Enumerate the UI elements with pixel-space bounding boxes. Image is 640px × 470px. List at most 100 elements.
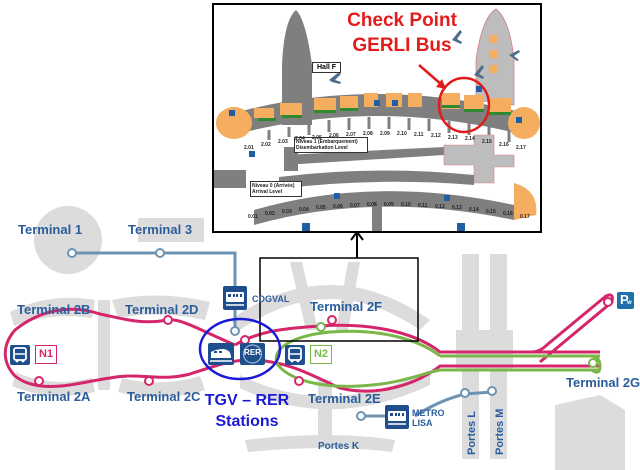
gate-label: 2.07: [346, 131, 356, 138]
service-icon: [392, 100, 398, 106]
gate-label: 0.14: [469, 206, 479, 213]
gate-label: 0.10: [401, 202, 411, 209]
stop-terminal-2f-n2[interactable]: [316, 322, 326, 332]
checkpoint-highlight-circle[interactable]: [437, 76, 491, 134]
station-terminal-2g[interactable]: [588, 358, 598, 368]
stop-terminal-2c[interactable]: [144, 376, 154, 386]
shuttle-badge-n2: N2: [310, 345, 332, 364]
gate-label: 2.15: [482, 138, 492, 145]
gate-label: 2.02: [261, 141, 271, 148]
checkpoint-line1: Check Point: [347, 10, 457, 31]
station-lisa-k[interactable]: [356, 411, 366, 421]
checkpoint-arrow-head: [436, 79, 446, 89]
station-lisa-m[interactable]: [487, 386, 497, 396]
tgv-rer-line2: Stations: [215, 413, 279, 430]
terminal-2c-building: [118, 376, 205, 398]
pillar-2ab: [98, 300, 110, 390]
checkpoint-line2: GERLI Bus: [352, 35, 452, 56]
gate-label: 2.05: [312, 134, 322, 141]
stop-terminal-2d[interactable]: [163, 315, 173, 325]
tgv-rer-line1: TGV – RER: [204, 392, 290, 409]
parking-icon-left: [302, 223, 310, 231]
label-terminal-2e[interactable]: Terminal 2E: [308, 391, 381, 406]
level1-corridor: [284, 147, 444, 165]
gate-label: 0.06: [333, 203, 343, 210]
label-terminal-3[interactable]: Terminal 3: [128, 222, 193, 237]
gate-label: 2.13: [448, 134, 458, 141]
label-portes-k[interactable]: Portes K: [318, 441, 360, 452]
central-connector: [443, 134, 515, 184]
cdgval-label: CDGVAL: [252, 294, 290, 304]
pier-2f-right: [336, 262, 360, 330]
gate-label: 2.04: [295, 136, 305, 143]
station-lisa-l[interactable]: [460, 388, 470, 398]
gate-label: 2.10: [397, 131, 407, 138]
checkpoint-arrow-shaft: [418, 64, 443, 86]
gate-label: 2.09: [380, 131, 390, 137]
gate-label: 0.16: [503, 211, 513, 218]
gate-label: 2.06: [329, 132, 339, 139]
terminal-2a-building: [12, 372, 95, 396]
label-terminal-2a[interactable]: Terminal 2A: [17, 389, 91, 404]
parking-sub: w: [627, 300, 632, 306]
metro-lisa-icon[interactable]: [385, 405, 409, 429]
level1-label: Niveau 1 (Embarquement) Disembarkation L…: [294, 137, 368, 153]
bus-icon-n1: [10, 345, 30, 365]
station-parking-pw[interactable]: [603, 297, 613, 307]
metro-lisa-label: METRO LISA: [412, 408, 445, 428]
parking-pw-icon[interactable]: P w: [617, 292, 634, 309]
stop-terminal-2f[interactable]: [327, 315, 337, 325]
parking-letter: P: [620, 292, 629, 307]
stop-terminal-2a[interactable]: [34, 376, 44, 386]
metro-label-line1: METRO: [412, 408, 445, 418]
gate-label: 2.12: [431, 132, 441, 139]
service-icon: [516, 117, 522, 123]
rer-station-icon[interactable]: RER: [240, 343, 265, 365]
service-icon: [249, 151, 255, 157]
terminal-3-building: [138, 218, 204, 242]
portes-k-building: [245, 435, 395, 452]
label-portes-m[interactable]: Portes M: [494, 408, 506, 455]
label-terminal-2b[interactable]: Terminal 2B: [17, 302, 91, 317]
gate-label: 0.08: [367, 202, 377, 209]
green-zones: [258, 105, 511, 121]
west-exit: [214, 170, 246, 188]
label-terminal-2c[interactable]: Terminal 2C: [127, 389, 201, 404]
cdgval-train-icon[interactable]: [223, 286, 247, 310]
gate-label: 0.09: [384, 202, 394, 208]
shops: [254, 93, 511, 118]
gate-label: 2.16: [499, 141, 509, 148]
gate-label: 0.15: [486, 208, 496, 215]
stop-terminal-2e[interactable]: [294, 376, 304, 386]
station-terminal-3[interactable]: [155, 248, 165, 258]
label-terminal-1[interactable]: Terminal 1: [18, 222, 83, 237]
metro-label-line2: LISA: [412, 418, 433, 428]
service-icon: [334, 193, 340, 199]
terminal-2e-building: [240, 370, 430, 410]
tgv-train-icon[interactable]: [208, 343, 234, 365]
hall-f-inset-map: Hall F Niveau 1 (Embarquement) Disembark…: [212, 3, 542, 233]
gate-label: 2.17: [516, 145, 526, 151]
east-lower-cap: [514, 183, 537, 220]
service-icon: [229, 110, 235, 116]
gate-label: 0.04: [299, 206, 309, 213]
tgv-rer-annotation: TGV – RER Stations: [197, 390, 297, 432]
terminal-2g-building: [555, 395, 625, 470]
n2-shuttle-line: [274, 329, 600, 388]
service-icon: [476, 86, 482, 92]
upper-jetbridges: [267, 117, 511, 142]
hall-f-label: Hall F: [312, 62, 342, 73]
rer-label: RER: [244, 348, 261, 357]
station-cdgval-t2[interactable]: [230, 326, 240, 336]
label-terminal-2d[interactable]: Terminal 2D: [125, 302, 199, 317]
label-terminal-2f[interactable]: Terminal 2F: [310, 299, 383, 314]
parking-icon-right: [457, 223, 465, 231]
pier-2e: [318, 380, 332, 440]
label-terminal-2g[interactable]: Terminal 2G: [566, 375, 640, 390]
station-terminal-1[interactable]: [67, 248, 77, 258]
terminal-2f-highlight-box: [259, 257, 419, 342]
label-portes-l[interactable]: Portes L: [466, 410, 478, 455]
terminal-1-building: [34, 206, 102, 274]
shuttle-badge-n1: N1: [35, 345, 57, 364]
